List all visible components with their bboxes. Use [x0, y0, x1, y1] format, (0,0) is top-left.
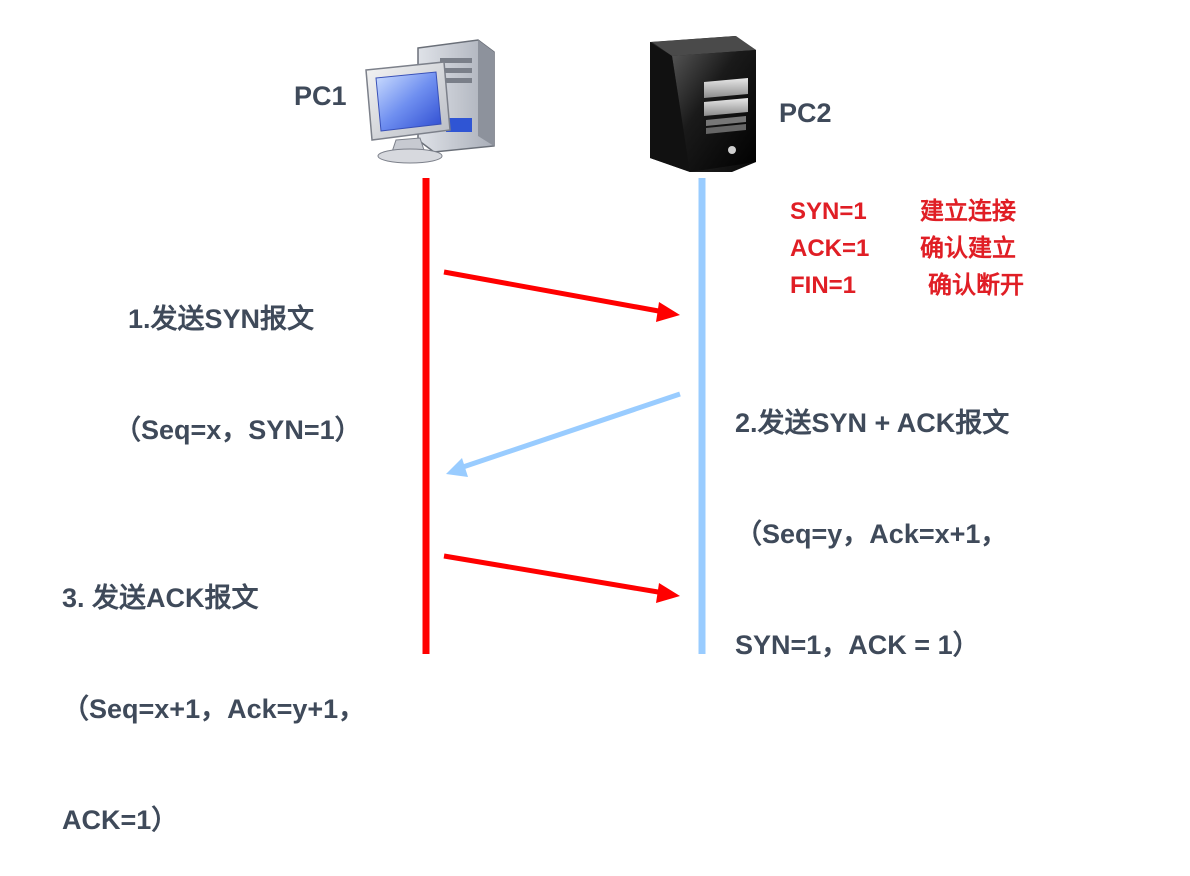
step-2-params: （Seq=y，Ack=x+1， [735, 519, 1008, 549]
step-3-text: 3. 发送ACK报文 （Seq=x+1，Ack=y+1， ACK=1） [62, 506, 365, 876]
step-1-title: 1.发送SYN报文 [128, 304, 315, 334]
step-2-text: 2.发送SYN + ACK报文 （Seq=y，Ack=x+1， SYN=1，AC… [735, 331, 1009, 701]
step-3-params: （Seq=x+1，Ack=y+1， [62, 694, 366, 724]
flag-meaning: 确认断开 [928, 272, 1024, 299]
flag-legend: SYN=1 建立连接 ACK=1 确认建立 FIN=1 确认断开 [790, 193, 1024, 304]
flag-meaning: 建立连接 [920, 198, 1016, 225]
pc1-label: PC1 [294, 81, 347, 111]
step-3-title: 3. 发送ACK报文 [62, 583, 259, 613]
flag-row: SYN=1 建立连接 [790, 193, 1024, 230]
flag-name: SYN=1 [790, 198, 867, 225]
step-3-params: ACK=1） [62, 805, 179, 835]
arrow-syn-ack [446, 391, 681, 477]
flag-name: ACK=1 [790, 235, 870, 262]
flag-name: FIN=1 [790, 272, 857, 299]
desktop-computer-icon [365, 39, 495, 164]
step-2-params: SYN=1，ACK = 1） [735, 630, 980, 660]
step-1-params: （Seq=x，SYN=1） [114, 415, 362, 445]
step-2-title: 2.发送SYN + ACK报文 [735, 408, 1010, 438]
arrow-syn [443, 269, 680, 322]
flag-meaning: 确认建立 [920, 235, 1016, 262]
step-1-text: 1.发送SYN报文 （Seq=x，SYN=1） [114, 227, 362, 486]
flag-row: ACK=1 确认建立 [790, 230, 1024, 267]
pc2-label: PC2 [779, 98, 832, 128]
handshake-diagram [365, 36, 756, 654]
flag-row: FIN=1 确认断开 [790, 267, 1024, 304]
arrow-ack [443, 553, 680, 603]
server-tower-icon [650, 36, 756, 172]
